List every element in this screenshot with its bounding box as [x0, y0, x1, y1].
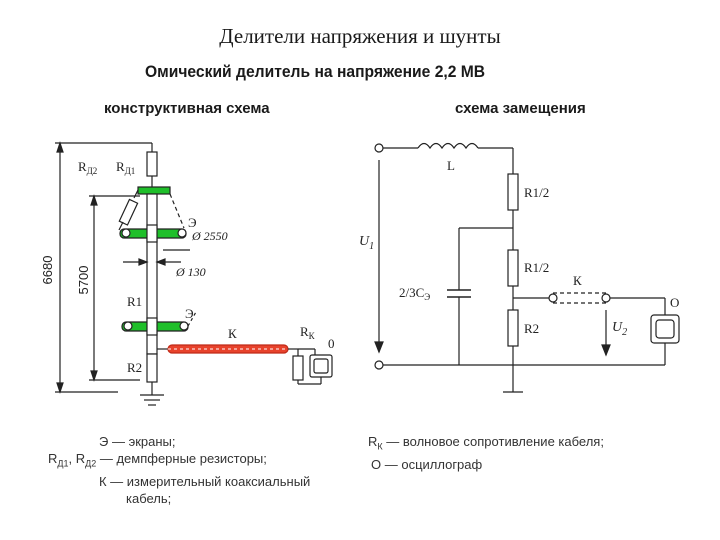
label-screen-top: Э: [188, 215, 197, 230]
label-cable-eq: К: [573, 273, 582, 288]
diagram-subtitle: Омический делитель на напряжение 2,2 МВ: [145, 62, 486, 81]
label-dim-6680: 6680: [40, 256, 55, 285]
label-rd1: RД1: [116, 159, 135, 176]
label-r1-half-bottom: R1/2: [524, 260, 549, 275]
label-capacitor: 2/3CЭ: [399, 285, 430, 302]
resistor-rd2: [118, 198, 139, 226]
label-rk: RК: [300, 324, 316, 341]
legend-right: RК — волновое сопротивление кабеля; О — …: [368, 433, 604, 473]
legend-item-oscilloscope: О — осциллограф: [371, 456, 483, 472]
section-label-construction: конструктивная схема: [104, 100, 270, 117]
oscilloscope: [309, 354, 333, 378]
label-cable: К: [228, 326, 237, 341]
slide-title: Делители напряжения и шунты: [219, 24, 501, 48]
resistor-r2: [146, 353, 158, 383]
legend-item-cable: К — измерительный коаксиальный: [99, 473, 311, 489]
label-rd2: RД2: [78, 159, 97, 176]
resistor-r2: [507, 309, 519, 347]
resistor-rk: [292, 355, 304, 381]
label-d130: Ø 130: [175, 265, 206, 279]
legend-item-rk: RК — волновое сопротивление кабеля;: [368, 434, 604, 452]
legend-left: Э — экраны; RД1, RД2 — демпферные резист…: [48, 433, 310, 507]
equivalent-circuit: [374, 142, 680, 393]
legend-item-screens: Э — экраны;: [99, 434, 176, 449]
label-l: L: [447, 158, 455, 173]
label-d2550: Ø 2550: [191, 229, 228, 243]
section-label-equivalent: схема замещения: [455, 100, 586, 117]
legend-item-damper: RД1, RД2 — демпферные резисторы;: [48, 451, 267, 469]
label-dim-5700: 5700: [76, 266, 91, 295]
label-screen-bottom: Э: [185, 306, 194, 321]
resistor-rd1: [146, 151, 158, 177]
inductor-l: [417, 142, 479, 150]
resistor-r1-half-top: [507, 173, 519, 211]
label-r1: R1: [127, 294, 142, 309]
legend-item-cable-cont: кабель;: [126, 490, 172, 506]
label-r1-half-top: R1/2: [524, 185, 549, 200]
label-u2: U2: [612, 320, 627, 338]
resistor-r1-half-bottom: [507, 249, 519, 287]
oscilloscope-eq: [650, 314, 680, 344]
label-r2-eq: R2: [524, 321, 539, 336]
label-oscilloscope-eq: O: [670, 295, 679, 310]
label-r2: R2: [127, 360, 142, 375]
label-oscilloscope: 0: [328, 336, 335, 351]
label-u1: U1: [359, 234, 374, 252]
construction-diagram: [55, 141, 333, 406]
top-electrode: [137, 186, 171, 195]
